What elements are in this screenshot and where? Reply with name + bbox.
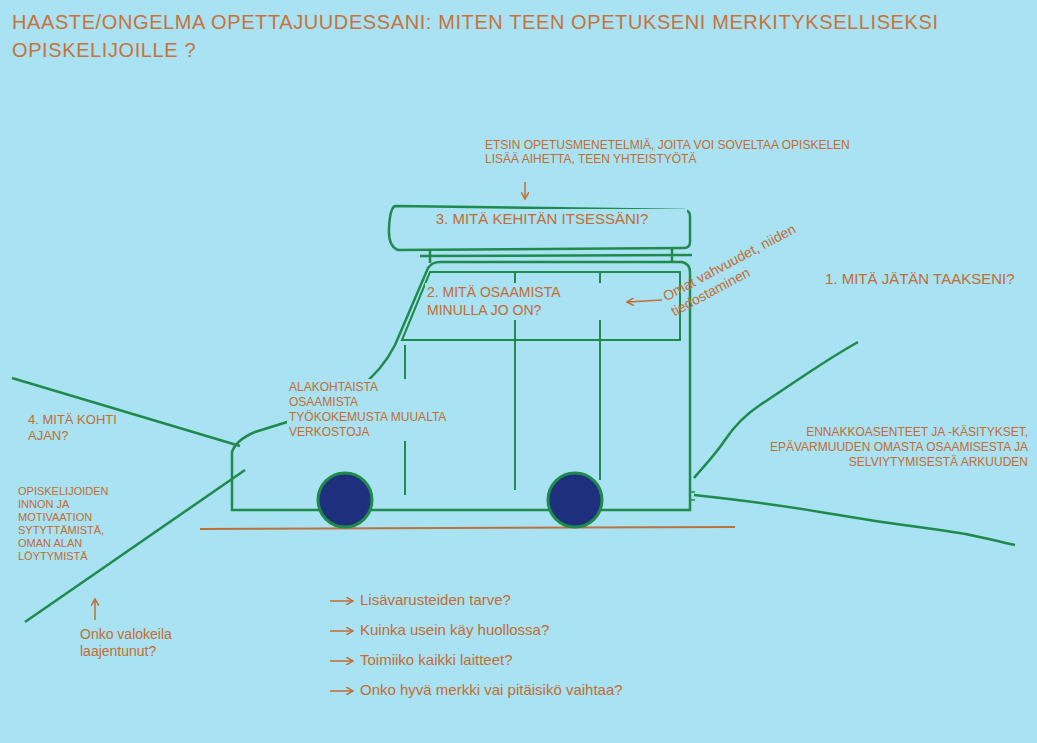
note-text: Omat vahvuudet, niiden tiedostaminen xyxy=(660,220,808,320)
section-heading: 4. MITÄ KOHTI AJAN? xyxy=(28,412,128,443)
exhaust-outline xyxy=(694,342,858,478)
car-body-shape xyxy=(232,262,690,510)
leader-arrow xyxy=(524,182,526,198)
leader-arrow xyxy=(94,600,96,620)
section-heading: 1. MITÄ JÄTÄN TAAKSENI? xyxy=(825,270,1015,288)
list-arrow xyxy=(330,630,352,632)
roof-box-heading: 3. MITÄ KEHITÄN ITSESSÄNI? xyxy=(397,209,687,230)
car-window xyxy=(402,272,680,340)
question-text: Lisävarusteiden tarve? xyxy=(360,591,780,609)
exhaust-pipe xyxy=(690,492,695,500)
list-arrow xyxy=(330,690,352,692)
list-arrow xyxy=(330,600,352,602)
leader-arrow xyxy=(628,300,662,302)
question-text: Onko hyvä merkki vai pitäisikö vaihtaa? xyxy=(360,681,780,699)
roof-box: 3. MITÄ KEHITÄN ITSESSÄNI? xyxy=(385,200,695,252)
car-wheel xyxy=(318,473,372,527)
car-wheel xyxy=(548,473,602,527)
question-text: Kuinka usein käy huollossa? xyxy=(360,621,780,639)
note-text: ETSIN OPETUSMENETELMIÄ, JOITA VOI SOVELT… xyxy=(485,138,870,167)
note-text: OPISKELIJOIDEN INNON JA MOTIVAATION SYTY… xyxy=(18,485,118,563)
roof-box-shape xyxy=(389,206,690,250)
question-text: Toimiiko kaikki laitteet? xyxy=(360,651,780,669)
list-arrow xyxy=(330,660,352,662)
beam-line xyxy=(12,378,240,446)
exhaust-outline xyxy=(694,495,1015,545)
note-text: ENNAKKOASENTEET JA -KÄSITYKSET, EPÄVARMU… xyxy=(760,425,1028,470)
car-heading: 2. MITÄ OSAAMISTA MINULLA JO ON? xyxy=(425,283,619,320)
ground-line xyxy=(200,527,735,529)
diagram-title: HAASTE/ONGELMA OPETTAJUUDESSANI: MITEN T… xyxy=(12,8,972,64)
car-body: 2. MITÄ OSAAMISTA MINULLA JO ON? ALAKOHTA… xyxy=(225,255,695,530)
note-text: Onko valokeila laajentunut? xyxy=(80,626,175,660)
car-body-text: ALAKOHTAISTA OSAAMISTA TYÖKOKEMUSTA MUUA… xyxy=(287,379,451,441)
